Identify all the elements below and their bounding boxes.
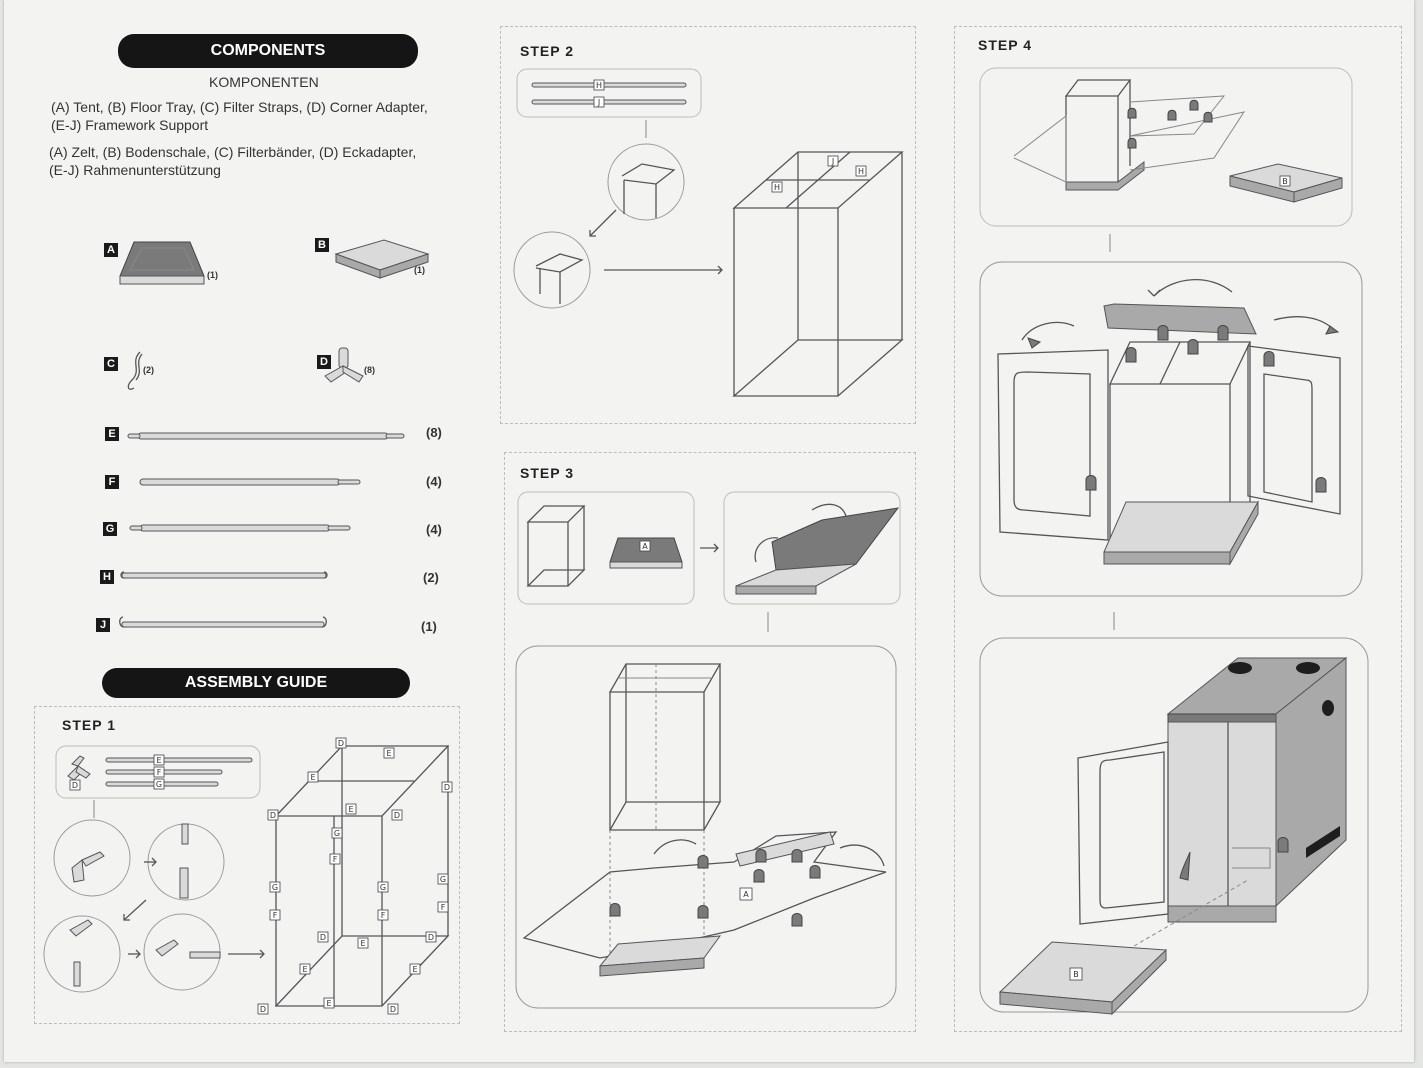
floor-tray-icon xyxy=(334,239,430,279)
part-label-a: A xyxy=(104,243,118,257)
part-label-c: C xyxy=(104,357,118,371)
step4-top-diagram: B xyxy=(979,67,1353,227)
svg-text:B: B xyxy=(1073,970,1079,979)
part-label-j: J xyxy=(96,618,110,632)
rod-f-icon xyxy=(139,478,361,486)
step1-detail-circles xyxy=(43,800,265,993)
svg-text:E: E xyxy=(156,756,161,765)
svg-text:D: D xyxy=(390,1005,396,1014)
filter-strap-icon xyxy=(127,351,143,390)
svg-text:D: D xyxy=(260,1005,266,1014)
step2-frame-diagram: J H H xyxy=(732,151,904,397)
step1-parts-diagram: D E F G xyxy=(55,745,261,799)
rod-j-icon xyxy=(119,616,327,628)
part-qty-g: (4) xyxy=(426,522,442,537)
step2-rods-diagram: H J xyxy=(516,68,702,118)
svg-text:G: G xyxy=(380,883,386,892)
svg-text:D: D xyxy=(338,739,344,748)
svg-text:E: E xyxy=(310,773,315,782)
rod-e-icon xyxy=(127,432,405,440)
svg-text:D: D xyxy=(428,933,434,942)
svg-text:E: E xyxy=(348,805,353,814)
svg-text:D: D xyxy=(394,811,400,820)
part-label-h: H xyxy=(100,570,114,584)
svg-text:G: G xyxy=(156,780,162,789)
svg-text:J: J xyxy=(597,98,600,107)
svg-text:H: H xyxy=(596,81,602,90)
svg-text:A: A xyxy=(642,542,648,551)
step2-detail-diagram xyxy=(513,120,723,309)
part-qty-e: (8) xyxy=(426,425,442,440)
svg-text:G: G xyxy=(272,883,278,892)
svg-text:J: J xyxy=(831,157,834,166)
part-qty-b: (1) xyxy=(414,265,425,275)
svg-text:G: G xyxy=(334,829,340,838)
svg-text:G: G xyxy=(440,875,446,884)
corner-adapter-icon xyxy=(324,347,364,383)
components-title: COMPONENTS xyxy=(118,34,418,68)
svg-text:D: D xyxy=(444,783,450,792)
svg-text:D: D xyxy=(320,933,326,942)
components-desc-en-2: (E-J) Framework Support xyxy=(51,117,209,133)
svg-text:H: H xyxy=(858,167,864,176)
svg-text:A: A xyxy=(743,890,749,899)
step3-top-diagram: A xyxy=(517,491,901,605)
step1-panel xyxy=(34,706,460,1024)
rod-g-icon xyxy=(129,524,351,532)
part-qty-a: (1) xyxy=(207,270,218,280)
svg-text:E: E xyxy=(386,749,391,758)
part-label-e: E xyxy=(105,427,119,441)
step3-title: STEP 3 xyxy=(520,465,574,481)
components-subtitle: KOMPONENTEN xyxy=(209,74,319,90)
step3-main-diagram: A xyxy=(515,612,897,1009)
part-qty-h: (2) xyxy=(423,570,439,585)
step4-bottom-diagram: B xyxy=(979,612,1369,1016)
step3-panel xyxy=(504,452,916,1032)
step2-panel xyxy=(500,26,916,424)
svg-text:E: E xyxy=(412,965,417,974)
part-qty-c: (2) xyxy=(143,365,154,375)
svg-text:E: E xyxy=(302,965,307,974)
step4-middle-diagram xyxy=(979,234,1363,597)
part-label-g: G xyxy=(103,522,117,536)
svg-text:F: F xyxy=(381,911,386,920)
components-desc-de-1: (A) Zelt, (B) Bodenschale, (C) Filterbän… xyxy=(49,144,417,160)
svg-text:B: B xyxy=(1282,177,1288,186)
step1-tag-d: D xyxy=(69,779,81,791)
rod-h-icon xyxy=(120,571,328,579)
assembly-guide-title: ASSEMBLY GUIDE xyxy=(102,668,410,698)
components-desc-en-1: (A) Tent, (B) Floor Tray, (C) Filter Str… xyxy=(51,99,428,115)
components-desc-de-2: (E-J) Rahmenunterstützung xyxy=(49,162,221,178)
svg-text:F: F xyxy=(441,903,446,912)
svg-text:H: H xyxy=(774,183,780,192)
svg-text:F: F xyxy=(157,768,162,777)
part-label-f: F xyxy=(105,475,119,489)
svg-text:E: E xyxy=(326,999,331,1008)
step1-frame-tags: D E E D E D D G F G G G F F F D E D E E … xyxy=(257,737,453,1015)
step4-panel xyxy=(954,26,1402,1032)
part-qty-j: (1) xyxy=(421,619,437,634)
step1-frame-diagram: D E E D E D D G F G G G F F F D E D E E … xyxy=(257,737,453,1015)
step4-title: STEP 4 xyxy=(978,37,1032,53)
svg-text:F: F xyxy=(273,911,278,920)
part-label-d: D xyxy=(317,355,331,369)
step2-title: STEP 2 xyxy=(520,43,574,59)
tent-folded-icon xyxy=(119,241,205,285)
part-qty-f: (4) xyxy=(426,474,442,489)
svg-text:E: E xyxy=(360,939,365,948)
step1-title: STEP 1 xyxy=(62,717,116,733)
part-qty-d: (8) xyxy=(364,365,375,375)
instruction-sheet: COMPONENTS KOMPONENTEN (A) Tent, (B) Flo… xyxy=(4,0,1414,1062)
svg-text:D: D xyxy=(72,781,78,790)
part-label-b: B xyxy=(315,238,329,252)
svg-text:F: F xyxy=(333,855,338,864)
svg-text:D: D xyxy=(270,811,276,820)
